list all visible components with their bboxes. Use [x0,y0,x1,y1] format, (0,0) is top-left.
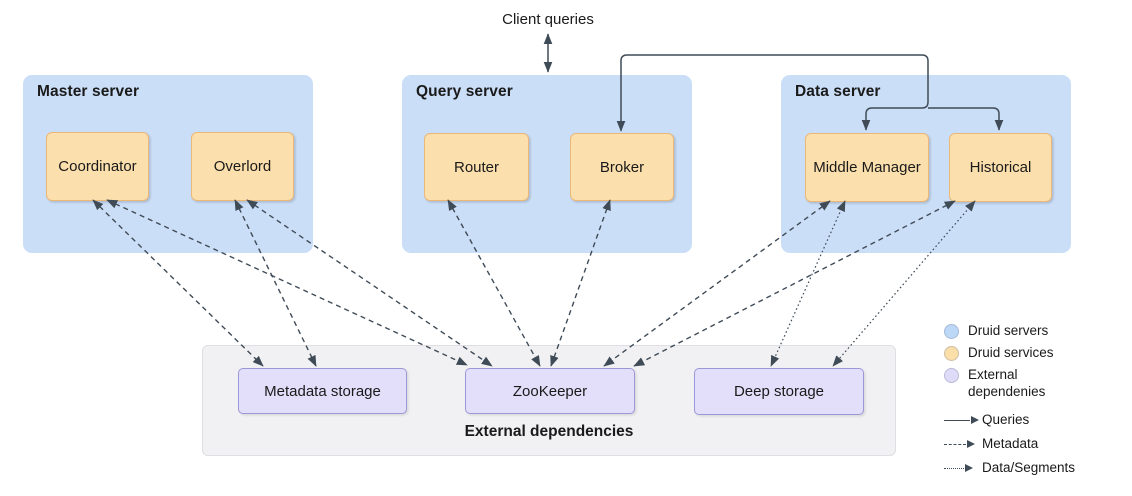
master-server-group: Master server Coordinator Overlord [23,75,313,253]
druid-servers-swatch-icon [944,324,959,339]
druid-servers-label: Druid servers [968,323,1049,338]
query-server-group: Query server Router Broker [402,75,692,253]
data-segments-label: Data/Segments [982,460,1076,475]
historical-label: Historical [969,159,1032,176]
external-dependencies-group: Metadata storage ZooKeeper Deep storage … [202,345,896,456]
deep-storage-label: Deep storage [733,383,825,400]
external-dependencies-legend-label: External dependenies [968,367,1046,399]
queries-label: Queries [982,412,1030,427]
metadata-label: Metadata [982,436,1039,451]
historical-node: Historical [949,133,1052,202]
client-queries-label: Client queries [502,11,594,28]
legend-arrow-key: Queries Metadata Data/Segments [944,412,1130,476]
metadata-arrow-icon [944,440,982,448]
zookeeper-label: ZooKeeper [512,382,588,400]
coordinator-node: Coordinator [46,132,149,201]
broker-node: Broker [570,133,674,201]
legend-row-druid-servers: Druid servers [944,322,1130,339]
data-server-group: Data server Middle Manager Historical [781,75,1071,253]
overlord-label: Overlord [213,158,272,175]
legend-row-druid-services: Druid services [944,344,1130,361]
middle-manager-node: Middle Manager [805,133,929,202]
master-server-title: Master server [37,83,140,100]
broker-label: Broker [599,158,645,176]
zookeeper-node: ZooKeeper [465,368,635,414]
legend: Druid servers Druid services External de… [944,322,1130,484]
metadata-storage-label: Metadata storage [264,382,381,400]
legend-row-queries: Queries [944,412,1130,428]
druid-services-label: Druid services [968,345,1054,360]
coordinator-label: Coordinator [58,158,137,175]
druid-services-swatch-icon [944,346,959,361]
legend-row-data-segments: Data/Segments [944,460,1130,476]
legend-row-external-dependencies: External dependenies [944,366,1130,400]
metadata-storage-node: Metadata storage [238,368,407,414]
middle-manager-label: Middle Manager [813,159,921,176]
data-segments-arrow-icon [944,464,982,472]
external-dependencies-swatch-icon [944,368,959,383]
overlord-node: Overlord [191,132,294,201]
router-node: Router [424,133,529,201]
router-label: Router [453,158,500,176]
external-dependencies-title: External dependencies [464,423,634,440]
data-server-title: Data server [795,83,881,100]
queries-arrow-icon [944,416,982,424]
query-server-title: Query server [416,83,513,100]
legend-row-metadata: Metadata [944,436,1130,452]
deep-storage-node: Deep storage [694,368,864,415]
